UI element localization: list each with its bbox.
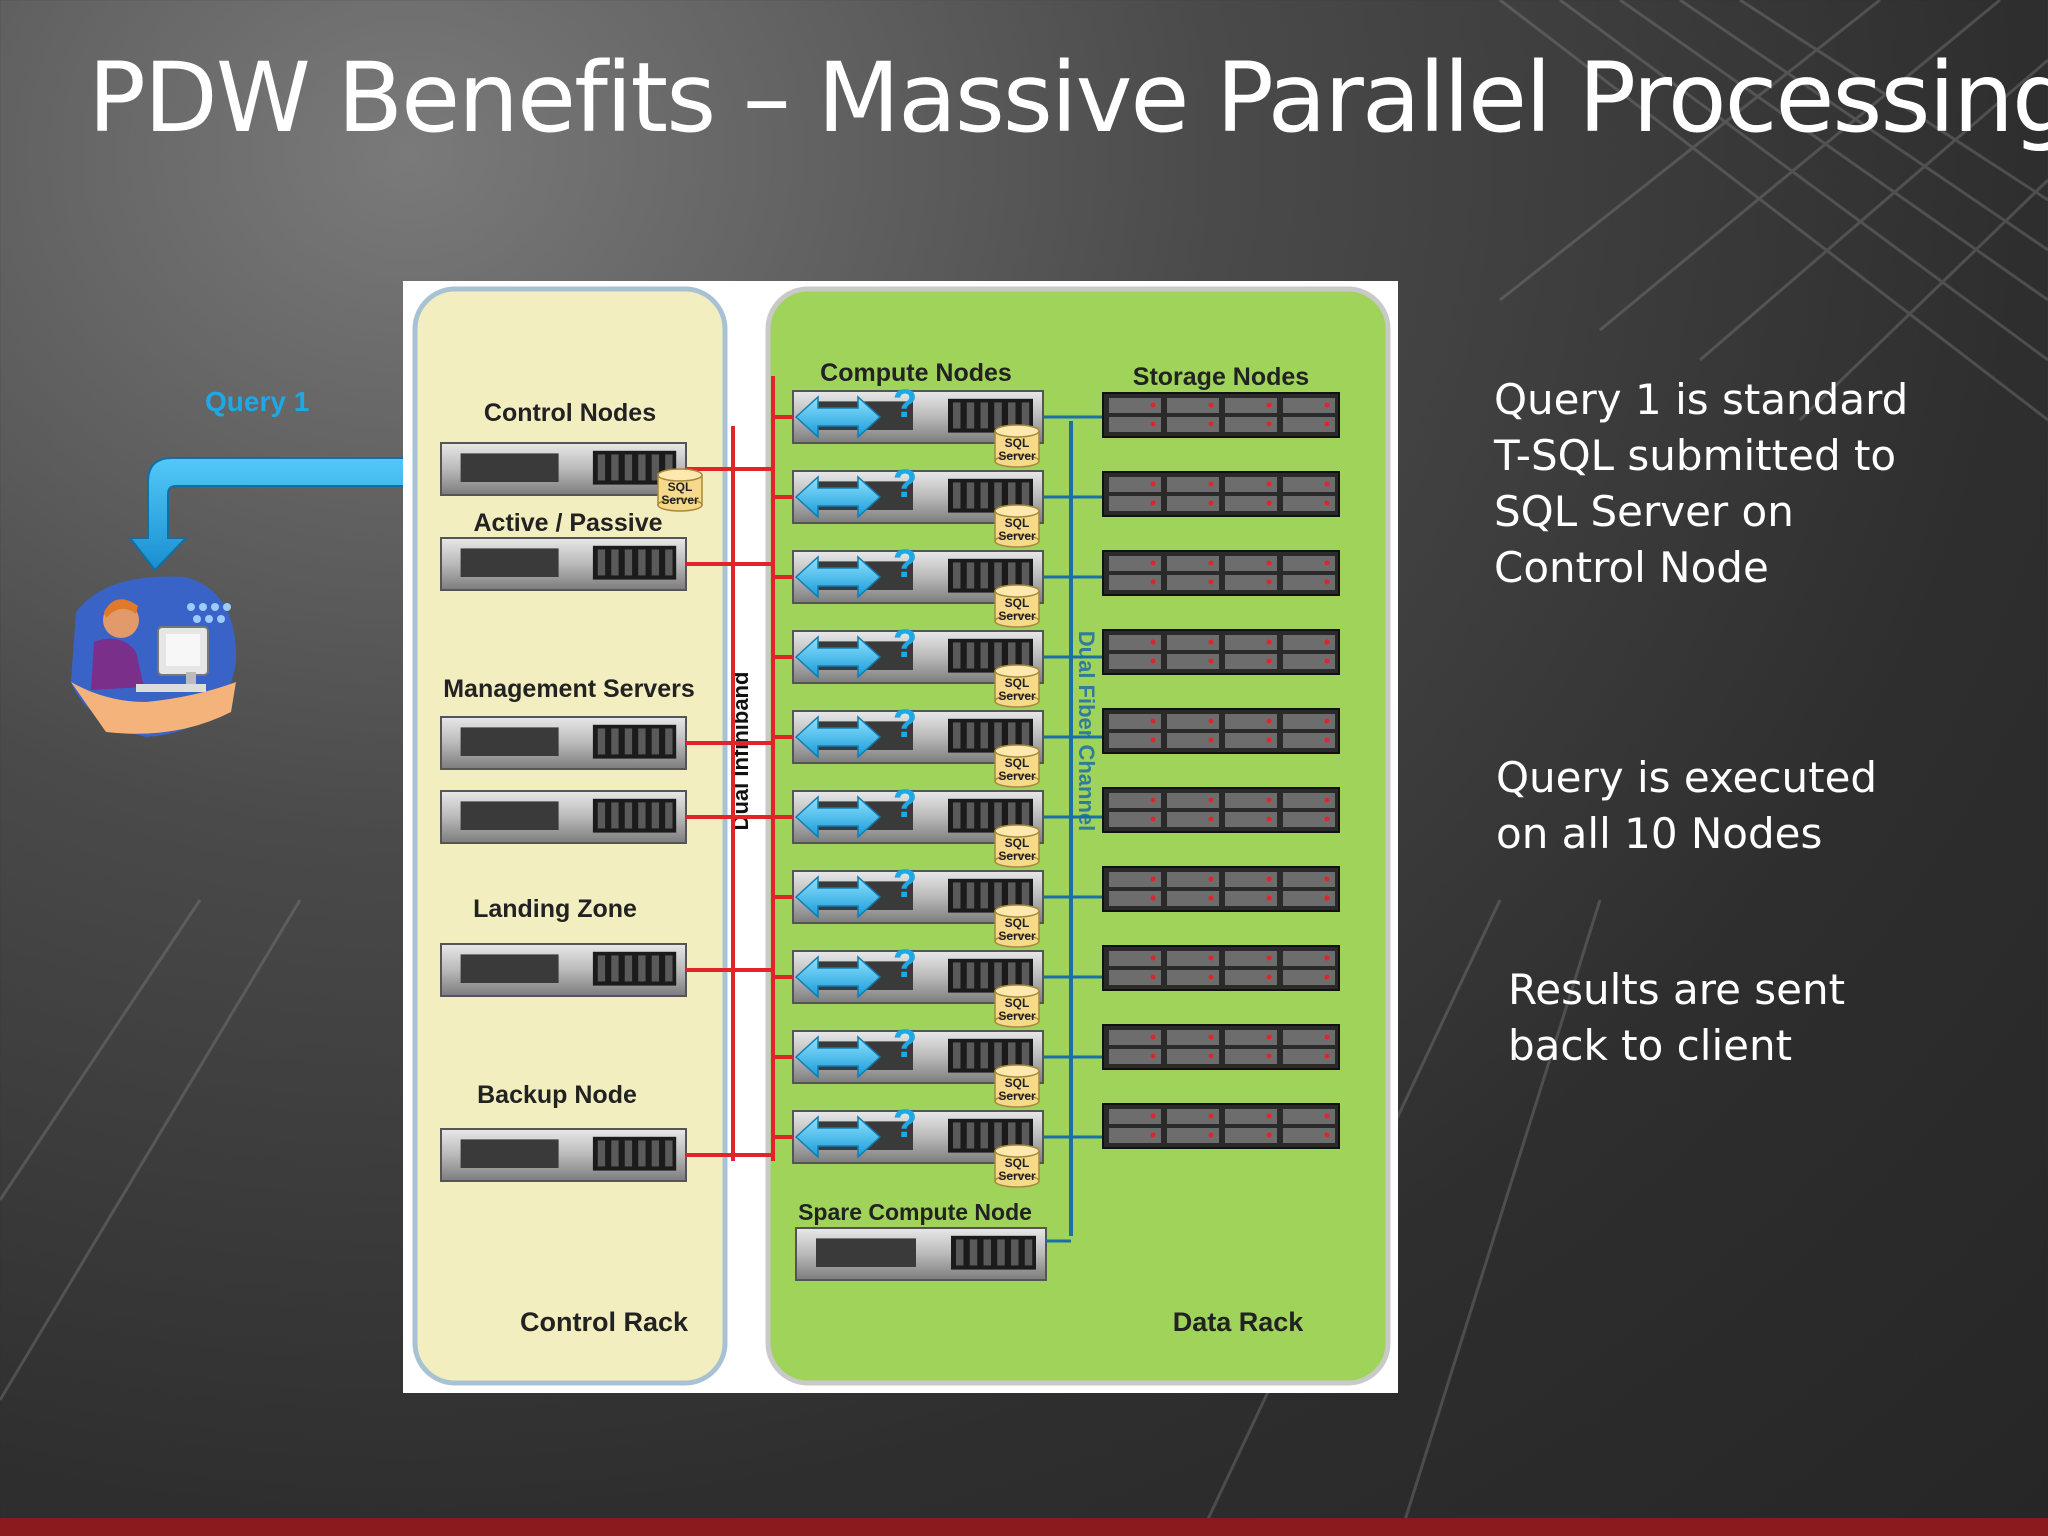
svg-text:Server: Server: [998, 529, 1036, 543]
svg-text:Server: Server: [998, 1089, 1036, 1103]
spare-compute-node-label: Spare Compute Node: [798, 1199, 1032, 1225]
svg-text:SQL: SQL: [1005, 756, 1030, 770]
storage-node: [1102, 550, 1340, 596]
spare-compute-node-server: [795, 1227, 1047, 1281]
query-mark: ?: [893, 462, 917, 506]
control-rack-server: [440, 1128, 687, 1182]
query-mark: ?: [893, 862, 917, 906]
svg-text:SQL: SQL: [1005, 1076, 1030, 1090]
storage-node: [1102, 629, 1340, 675]
query-label: Query 1: [205, 386, 310, 417]
svg-text:Server: Server: [998, 609, 1036, 623]
data-rack-label: Data Rack: [1173, 1307, 1305, 1337]
control-rack-server: [440, 790, 687, 844]
query-mark: ?: [893, 382, 917, 426]
storage-node: [1102, 866, 1340, 912]
svg-text:Server: Server: [998, 449, 1036, 463]
parallel-query-arrow: [794, 1115, 882, 1159]
parallel-query-arrow: [794, 1035, 882, 1079]
point-query-executed: Query is executed on all 10 Nodes: [1496, 753, 1878, 858]
storage-node: [1102, 392, 1340, 438]
management-servers-label: Management Servers: [443, 675, 695, 703]
svg-text:SQL: SQL: [1005, 516, 1030, 530]
svg-text:SQL: SQL: [1005, 916, 1030, 930]
slide-title: PDW Benefits – Massive Parallel Processi…: [88, 42, 2048, 154]
query-mark: ?: [893, 622, 917, 666]
bottom-accent-bar: [0, 1518, 2048, 1536]
control-rack-server: [440, 943, 687, 997]
query-mark: ?: [893, 1022, 917, 1066]
control-rack-server: [440, 716, 687, 770]
query-mark: ?: [893, 782, 917, 826]
storage-node: [1102, 708, 1340, 754]
parallel-query-arrow: [794, 875, 882, 919]
svg-text:Server: Server: [998, 1169, 1036, 1183]
svg-text:Server: Server: [661, 493, 699, 507]
control-rack-label: Control Rack: [520, 1307, 689, 1337]
svg-text:Server: Server: [998, 929, 1036, 943]
svg-text:SQL: SQL: [1005, 1156, 1030, 1170]
parallel-query-arrow: [794, 475, 882, 519]
backup-node-label: Backup Node: [477, 1081, 637, 1109]
svg-text:SQL: SQL: [1005, 596, 1030, 610]
control-rack-server: [440, 537, 687, 591]
svg-text:SQL: SQL: [1005, 996, 1030, 1010]
parallel-query-arrow: [794, 715, 882, 759]
query-mark: ?: [893, 1102, 917, 1146]
compute-nodes-label: Compute Nodes: [820, 359, 1012, 387]
query-arrow: [127, 434, 457, 572]
parallel-query-arrow: [794, 795, 882, 839]
parallel-query-arrow: [794, 555, 882, 599]
parallel-query-arrow: [794, 955, 882, 999]
svg-text:SQL: SQL: [668, 480, 693, 494]
control-nodes-label: Control Nodes: [484, 399, 656, 427]
svg-text:SQL: SQL: [1005, 836, 1030, 850]
storage-node: [1102, 1024, 1340, 1070]
svg-text:Server: Server: [998, 1009, 1036, 1023]
storage-node: [1102, 787, 1340, 833]
control-rack-server: [440, 442, 687, 496]
landing-zone-label: Landing Zone: [473, 895, 637, 923]
storage-node: [1102, 471, 1340, 517]
svg-text:Server: Server: [998, 849, 1036, 863]
svg-text:SQL: SQL: [1005, 676, 1030, 690]
parallel-query-arrow: [794, 395, 882, 439]
svg-text:Server: Server: [998, 689, 1036, 703]
point-query-submitted: Query 1 is standard T-SQL submitted to S…: [1494, 375, 1909, 592]
query-mark: ?: [893, 942, 917, 986]
active-passive-label: Active / Passive: [473, 509, 662, 537]
svg-text:SQL: SQL: [1005, 436, 1030, 450]
storage-node: [1102, 945, 1340, 991]
dual-fiber-channel-label: Dual Fiber Channel: [1074, 631, 1099, 831]
svg-text:Server: Server: [998, 769, 1036, 783]
query-mark: ?: [893, 702, 917, 746]
parallel-query-arrow: [794, 635, 882, 679]
storage-nodes-label: Storage Nodes: [1133, 363, 1309, 391]
query-mark: ?: [893, 542, 917, 586]
pdw-architecture-diagram: Control Nodes Active / Passive Managemen…: [403, 281, 1398, 1393]
storage-node: [1102, 1103, 1340, 1149]
user-at-computer-icon: [71, 576, 237, 737]
point-results-sent: Results are sent back to client: [1508, 965, 1846, 1070]
